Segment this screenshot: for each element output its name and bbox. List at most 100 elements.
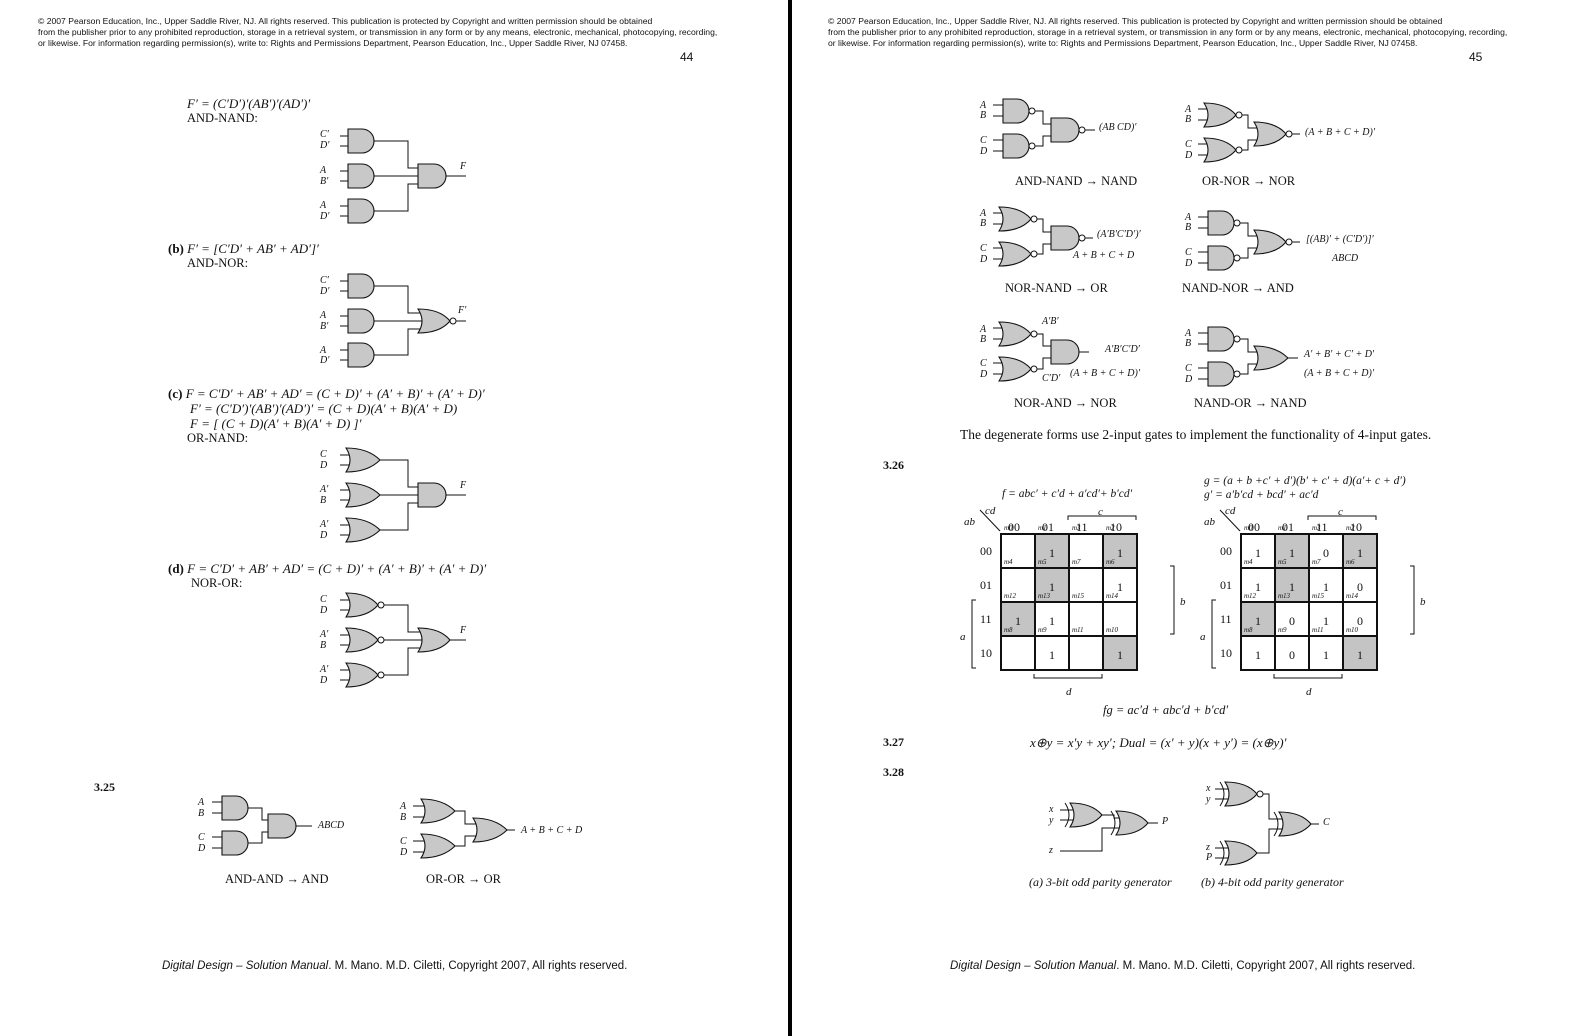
kmap-row-label: 00 — [980, 544, 992, 558]
copyright-line-3: or likewise. For information regarding p… — [828, 38, 1418, 48]
copyright-notice: © 2007 Pearson Education, Inc., Upper Sa… — [828, 16, 1507, 49]
circuit-and-nand: C′ D′ A B′ A D′ F — [300, 122, 500, 227]
input-label: D — [980, 146, 988, 157]
equation-c1: (c) F = C′D′ + AB′ + AD′ = (C + D)′ + (A… — [168, 386, 485, 402]
minterm-label: m10 — [1346, 626, 1359, 634]
cell-value: 1 — [1255, 614, 1261, 628]
cell-value: 1 — [1049, 580, 1055, 594]
kmap-row-label: 10 — [980, 646, 992, 660]
copyright-line-1: © 2007 Pearson Education, Inc., Upper Sa… — [828, 16, 1443, 26]
page-number: 45 — [1469, 50, 1483, 64]
output-label: (A + B + C + D)′ — [1070, 368, 1141, 379]
kmap-col-label: 00 — [1248, 520, 1260, 534]
equation-c2: F′ = (C′D′)′(AB′)′(AD′)′ = (C + D)(A′ + … — [190, 401, 458, 416]
cell-value: 1 — [1049, 648, 1055, 662]
circuit-nand-nor-and: A B C D [(AB)′ + (C′D′)]′ ABCD — [1182, 208, 1402, 274]
minterm-label: m11 — [1072, 626, 1084, 634]
nor-and-nor-diagram — [993, 321, 1089, 382]
input-label: B — [198, 808, 205, 819]
copyright-notice: © 2007 Pearson Education, Inc., Upper Sa… — [38, 16, 717, 49]
equation-b: (b) F′ = [C′D′ + AB′ + AD′]′ — [168, 241, 319, 257]
input-label: B — [1185, 114, 1192, 125]
minterm-label: m13 — [1038, 592, 1051, 600]
kmap-var-cd: cd — [1225, 505, 1236, 517]
kmap-g-brackets — [1211, 509, 1415, 679]
input-label: C′ — [320, 275, 329, 286]
or-or-diagram — [413, 798, 515, 859]
minterm-label: m12 — [1244, 592, 1257, 600]
caption-3bit-parity: (a) 3-bit odd parity generator — [1029, 875, 1172, 889]
kmap-f-cell: m7 — [1069, 558, 1103, 602]
input-label: B — [320, 640, 327, 651]
kmap-f-cell: m0 — [1001, 524, 1035, 568]
minterm-label: m12 — [1004, 592, 1017, 600]
footer-rest: . M. Mano. M.D. Ciletti, Copyright 2007,… — [1116, 960, 1416, 972]
input-label: D — [1185, 258, 1193, 269]
output-label: (A′B′C′D′)′ — [1097, 229, 1141, 240]
cell-value: 0 — [1323, 546, 1329, 560]
cell-value: 1 — [1289, 580, 1295, 594]
minterm-label: m9 — [1278, 626, 1287, 634]
kmap-f-cell: m2 1 — [1103, 524, 1137, 568]
footer: Digital Design – Solution Manual. M. Man… — [950, 960, 1415, 972]
output-label: (A + B + C + D)′ — [1305, 127, 1376, 138]
input-label: A′ — [320, 484, 329, 495]
kmap-g: cd ab c b a d 00 01 11 10 00 01 11 10 m0… — [1200, 504, 1426, 704]
equation-c3: F = [ (C + D)(A′ + B)(A′ + D) ]′ — [190, 416, 362, 431]
minterm-label: m4 — [1244, 558, 1253, 566]
output-label: F — [460, 480, 467, 491]
input-label: x — [1049, 804, 1054, 815]
output-label: F — [460, 625, 467, 636]
input-label: P — [1206, 852, 1213, 863]
and-nand-diagram — [340, 128, 466, 224]
parity-3bit-diagram — [1060, 802, 1158, 852]
page-44: © 2007 Pearson Education, Inc., Upper Sa… — [0, 0, 788, 1036]
input-label: D — [400, 847, 408, 858]
input-label: A — [1185, 212, 1192, 223]
minterm-label: m14 — [1106, 592, 1119, 600]
output-label: (AB CD)′ — [1099, 122, 1137, 133]
input-label: D — [320, 675, 328, 686]
output-label: F′ — [458, 305, 467, 316]
cell-value: 1 — [1255, 648, 1261, 662]
kmap-row-label: 01 — [980, 578, 992, 592]
minterm-label: m7 — [1072, 558, 1081, 566]
part-tag-c: (c) — [168, 386, 183, 401]
input-label: z — [1206, 842, 1210, 853]
minterm-label: m7 — [1312, 558, 1321, 566]
cell-value: 1 — [1255, 546, 1261, 560]
minterm-label: m8 — [1244, 626, 1253, 634]
circuit-and-and: A B C D ABCD — [190, 792, 380, 862]
kmap-var-ab: ab — [964, 516, 975, 528]
kmap-f-cell: m14 — [1103, 592, 1137, 636]
input-label: A — [320, 310, 327, 321]
kmap-row-label: 11 — [980, 612, 992, 626]
nand-or-nand-diagram — [1198, 326, 1298, 387]
output-label: A + B + C + D — [1073, 250, 1135, 261]
equation-b-text: F′ = [C′D′ + AB′ + AD′]′ — [187, 241, 319, 256]
input-label: A — [320, 345, 327, 356]
cell-value: 1 — [1117, 546, 1123, 560]
copyright-line-2: from the publisher prior to any prohibit… — [828, 27, 1508, 37]
parity-4bit-diagram — [1215, 781, 1319, 866]
output-label: A′ + B′ + C′ + D′ — [1304, 349, 1375, 360]
copyright-line-1: © 2007 Pearson Education, Inc., Upper Sa… — [38, 16, 653, 26]
equation-c1-text: F = C′D′ + AB′ + AD′ = (C + D)′ + (A′ + … — [185, 386, 485, 401]
output-label: [(AB)′ + (C′D′)]′ — [1306, 234, 1374, 245]
caption-and-nand-nand: AND-NAND → NAND — [1015, 174, 1138, 188]
kmap-var-c: c — [1338, 506, 1343, 518]
minterm-label: m2 — [1106, 524, 1115, 532]
input-label: A′ — [320, 519, 329, 530]
input-label: D — [1185, 150, 1193, 161]
input-label: C — [320, 449, 327, 460]
kmap-f: cd ab c b a d 00 01 11 10 00 01 11 10 m0… — [960, 504, 1186, 704]
caption-or-nor-nor: OR-NOR → NOR — [1202, 174, 1296, 188]
output-label: C — [1323, 817, 1330, 828]
